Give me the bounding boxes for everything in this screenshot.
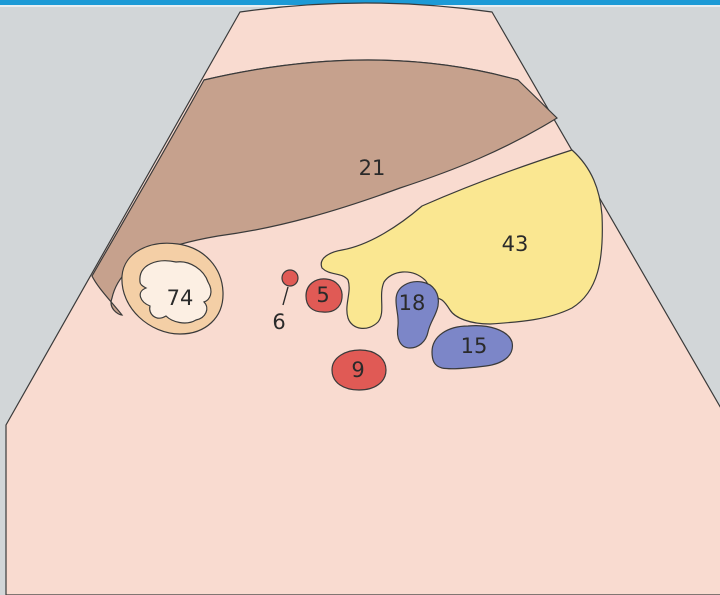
artery-upper-label: 5 [316,283,329,307]
artery-lower-label: 9 [351,358,364,382]
vein-upper-label: 18 [399,291,426,315]
kidney-label: 74 [167,286,194,310]
vein-lower-label: 15 [461,334,488,358]
small-vessel [282,270,298,286]
pancreas-label: 43 [502,232,529,256]
small-vessel-label: 6 [272,310,285,334]
liver-label: 21 [359,156,386,180]
